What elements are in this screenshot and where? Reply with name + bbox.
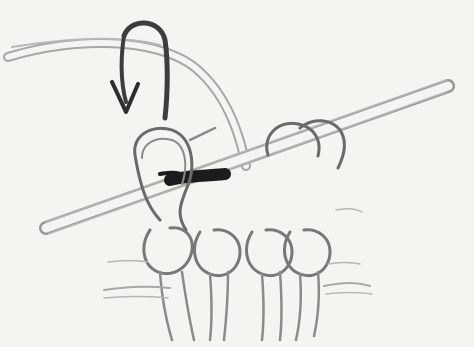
pencil-sketch-scene [0, 0, 474, 347]
knitting-sketch [0, 0, 474, 347]
paper-background [0, 0, 474, 347]
